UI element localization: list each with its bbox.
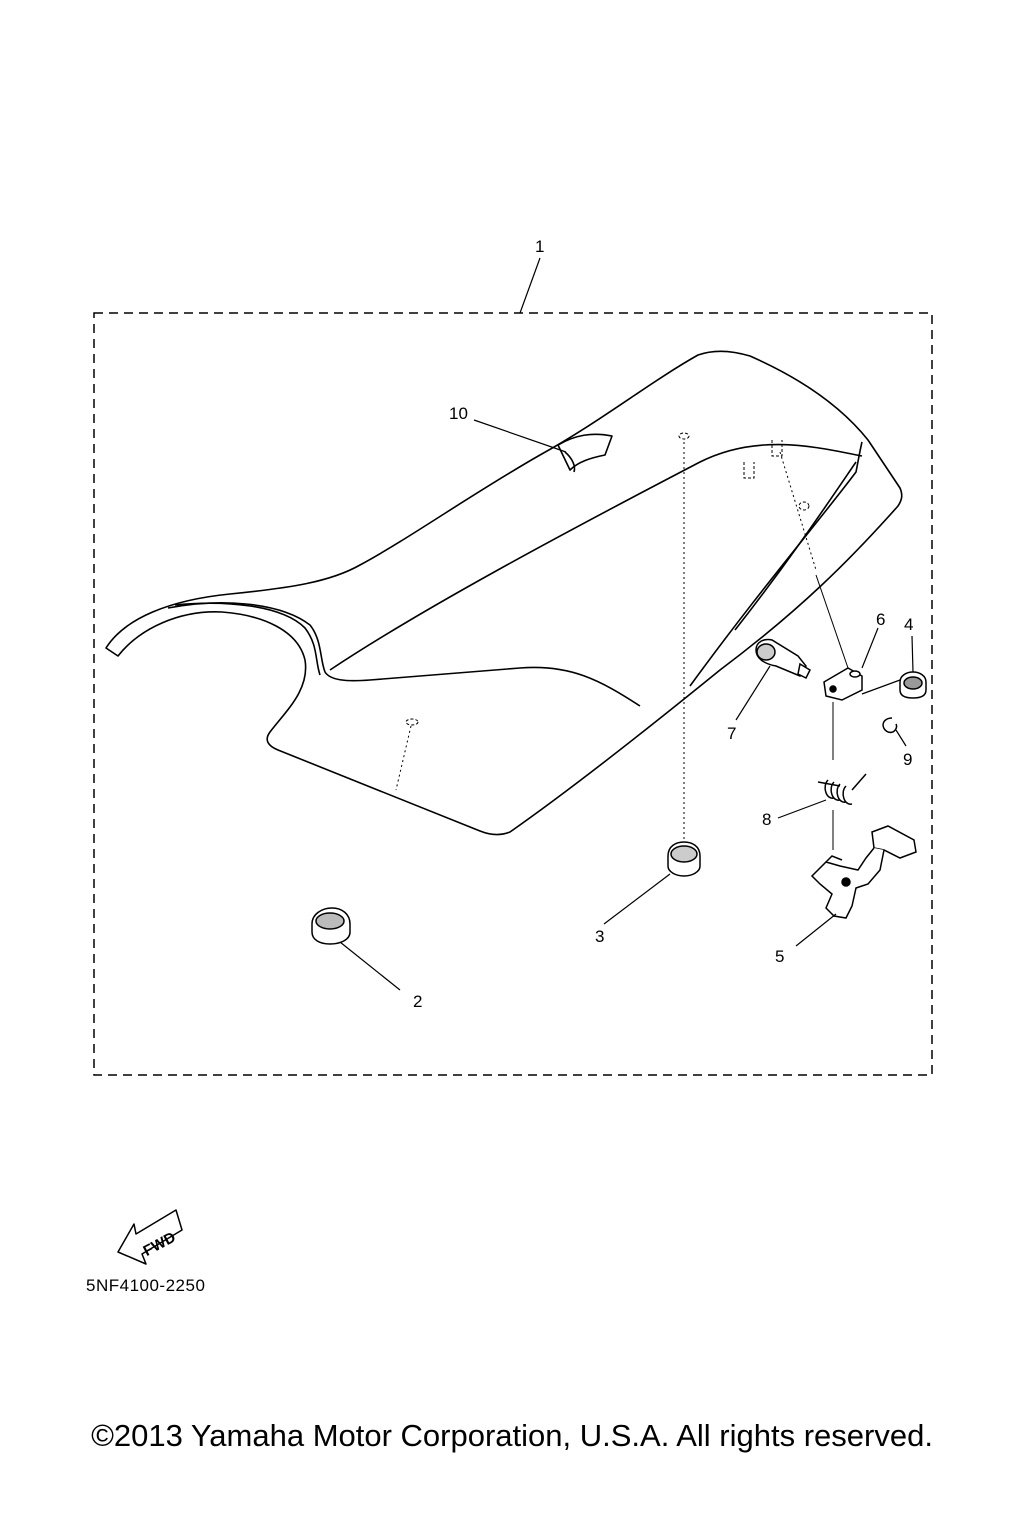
callout-1: 1 bbox=[535, 237, 544, 256]
grommet-part-4 bbox=[899, 671, 927, 699]
seat-body bbox=[105, 350, 903, 836]
callout-5: 5 bbox=[775, 947, 784, 966]
mounting-holes bbox=[405, 432, 810, 726]
callout-9: 9 bbox=[903, 750, 912, 769]
callout-8: 8 bbox=[762, 810, 771, 829]
leader-1 bbox=[519, 257, 541, 314]
latch-part-5 bbox=[810, 825, 917, 919]
callout-leaders bbox=[339, 419, 914, 991]
forward-arrow-icon: FWD bbox=[117, 1209, 183, 1265]
callout-4: 4 bbox=[904, 615, 913, 634]
callout-7: 7 bbox=[727, 724, 736, 743]
assembly-lines bbox=[395, 442, 849, 850]
diagram-code: 5NF4100-2250 bbox=[86, 1276, 206, 1295]
assembly-boundary bbox=[93, 312, 933, 1076]
callout-6: 6 bbox=[876, 610, 885, 629]
copyright-notice: ©2013 Yamaha Motor Corporation, U.S.A. A… bbox=[91, 1418, 933, 1453]
damper-part-3 bbox=[667, 841, 701, 877]
callout-2: 2 bbox=[413, 992, 422, 1011]
spring-part-8 bbox=[817, 773, 867, 805]
callout-10: 10 bbox=[449, 404, 468, 423]
damper-part-2 bbox=[311, 907, 351, 945]
pin-part-7 bbox=[755, 638, 811, 680]
bracket-part-6 bbox=[823, 667, 863, 701]
callout-3: 3 bbox=[595, 927, 604, 946]
clip-part-9 bbox=[882, 717, 898, 734]
